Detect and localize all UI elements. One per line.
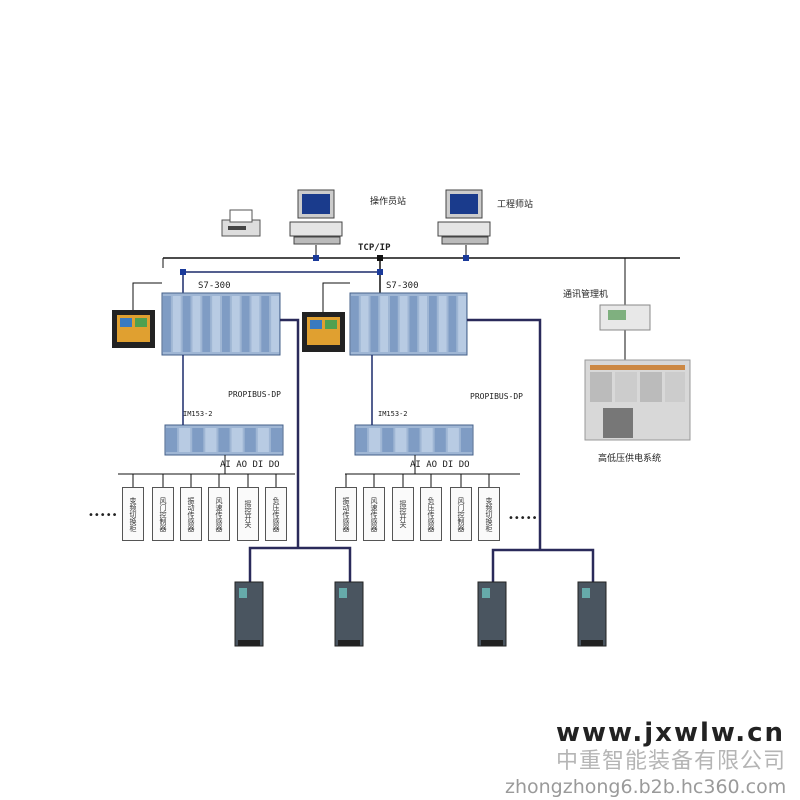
drive-cabinet [334, 581, 364, 647]
rack-slot [251, 296, 260, 352]
rack-slot [166, 428, 178, 452]
sensor-box: 风门控制器 [152, 487, 174, 541]
drive-cabinet [234, 581, 264, 647]
plc2-label: S7-300 [386, 281, 419, 291]
rack-slot [448, 296, 457, 352]
hmi-panel-1 [112, 310, 155, 348]
sensor-box: 摇控开关 [392, 487, 414, 541]
rack-slot [271, 296, 279, 352]
sensor-box: 振动传感器 [335, 487, 357, 541]
rack-slot [360, 296, 369, 352]
rack-slot [356, 428, 368, 452]
plc-rack-2 [349, 292, 468, 356]
tcpip-label: TCP/IP [358, 243, 391, 253]
profibus-label-1: PROPIBUS-DP [228, 390, 281, 399]
rack-slot [421, 428, 433, 452]
sensor-box: 变频切换柜 [122, 487, 144, 541]
sensor-box: 风门控制器 [450, 487, 472, 541]
drive-cabinet [577, 581, 607, 647]
rack-slot [231, 296, 240, 352]
sensor-box: 摇控开关 [237, 487, 259, 541]
io-module-2 [354, 424, 474, 456]
rack-slot [369, 428, 381, 452]
rack-slot [244, 428, 256, 452]
rack-slot [202, 296, 211, 352]
rack-slot [380, 296, 388, 352]
watermark-company: 中重智能装备有限公司 [556, 749, 787, 774]
hmi-panel-2 [302, 312, 345, 352]
rack-slot [447, 428, 459, 452]
io-label-1: AI AO DI DO [220, 460, 280, 470]
rack-slot [192, 296, 201, 352]
sensor-box: 变频切换柜 [478, 487, 500, 541]
sensor-box: 风速传感器 [363, 487, 385, 541]
engineer-station-label: 工程师站 [497, 200, 534, 210]
rack-slot [261, 296, 270, 352]
rack-slot [222, 296, 230, 352]
rack-slot [434, 428, 446, 452]
rack-slot [458, 296, 466, 352]
power-system-label: 高低压供电系统 [598, 454, 662, 464]
engineer-workstation-icon [437, 189, 491, 245]
rack-slot [218, 428, 230, 452]
rack-slot [438, 296, 447, 352]
comm-manager-device [599, 304, 651, 331]
rack-slot [257, 428, 269, 452]
rack-slot [351, 296, 359, 352]
rack-slot [172, 296, 181, 352]
sensor-box: 负压传感器 [420, 487, 442, 541]
io-module-1 [164, 424, 284, 456]
rack-slot [212, 296, 220, 352]
rack-slot [192, 428, 204, 452]
plc-rack-1 [161, 292, 281, 356]
sensor-box: 振动传感器 [180, 487, 202, 541]
rack-slot [399, 296, 408, 352]
ellipsis-right: ••••• [508, 513, 538, 524]
ellipsis-left: ••••• [88, 510, 118, 521]
rack-slot [409, 296, 418, 352]
rack-slot [460, 428, 472, 452]
rack-slot [408, 428, 420, 452]
rack-slot [182, 296, 191, 352]
rack-slot [395, 428, 407, 452]
sensor-box: 负压传感器 [265, 487, 287, 541]
rack-slot [231, 428, 243, 452]
rack-slot [419, 296, 427, 352]
rack-slot [205, 428, 217, 452]
rack-slot [179, 428, 191, 452]
watermark-url: zhongzhong6.b2b.hc360.com [505, 776, 787, 798]
printer-icon [221, 209, 261, 237]
rack-slot [163, 296, 171, 352]
rack-slot [241, 296, 250, 352]
comm-manager-label: 通讯管理机 [563, 290, 609, 300]
rack-slot [382, 428, 394, 452]
profibus-label-2: PROPIBUS-DP [470, 392, 523, 401]
switchgear-cabinets [584, 359, 691, 441]
sensor-box: 风速传感器 [208, 487, 230, 541]
drive-cabinet [477, 581, 507, 647]
operator-workstation-icon [289, 189, 343, 245]
rack-slot [270, 428, 282, 452]
operator-station-label: 操作员站 [370, 197, 407, 207]
watermark-site: www.jxwlw.cn [556, 718, 786, 748]
io-label-2: AI AO DI DO [410, 460, 470, 470]
im-label-2: IM153-2 [378, 410, 408, 418]
plc1-label: S7-300 [198, 281, 231, 291]
rack-slot [429, 296, 437, 352]
rack-slot [370, 296, 379, 352]
im-label-1: IM153-2 [183, 410, 213, 418]
rack-slot [390, 296, 398, 352]
